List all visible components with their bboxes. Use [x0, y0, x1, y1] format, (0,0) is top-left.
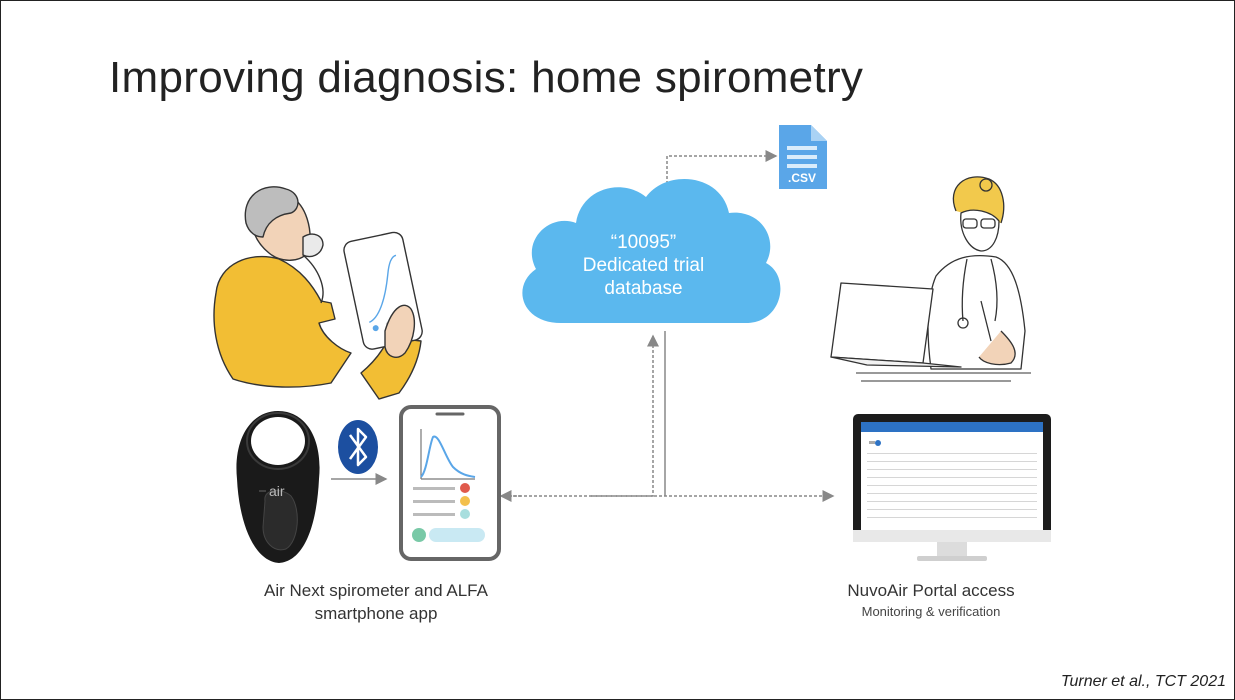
csv-file-icon	[779, 125, 827, 189]
cloud-label-line3: database	[604, 278, 683, 299]
caption-right-main: NuvoAir Portal access	[847, 581, 1015, 600]
doctor-illustration-icon	[830, 176, 1031, 382]
device-brand-label: air	[269, 483, 285, 499]
caption-portal: NuvoAir Portal access Monitoring & verif…	[791, 581, 1071, 619]
cloud-label-line2: Dedicated trial	[582, 255, 705, 276]
connector-lines	[331, 150, 835, 502]
slide-title: Improving diagnosis: home spirometry	[109, 53, 864, 102]
citation: Turner et al., TCT 2021	[1060, 673, 1226, 690]
cloud-label: “10095” Dedicated trial database	[556, 231, 731, 300]
bluetooth-icon	[338, 420, 378, 474]
smartphone-app-icon	[399, 405, 501, 561]
csv-file-label: .CSV	[787, 171, 816, 185]
patient-illustration-icon	[213, 186, 423, 400]
caption-left-line2: smartphone app	[314, 604, 438, 623]
connector-app-to-cloud	[591, 334, 659, 497]
caption-spirometer-app: Air Next spirometer and ALFA smartphone …	[191, 579, 561, 625]
cloud-shape	[522, 178, 781, 323]
caption-right-sub: Monitoring & verification	[861, 604, 1001, 619]
portal-monitor-icon	[853, 414, 1051, 561]
caption-left-line1: Air Next spirometer and ALFA	[264, 581, 488, 600]
spirometer-device-icon	[236, 411, 320, 563]
cloud-label-id: “10095”	[610, 232, 677, 253]
portal-table-rows	[867, 453, 1037, 518]
